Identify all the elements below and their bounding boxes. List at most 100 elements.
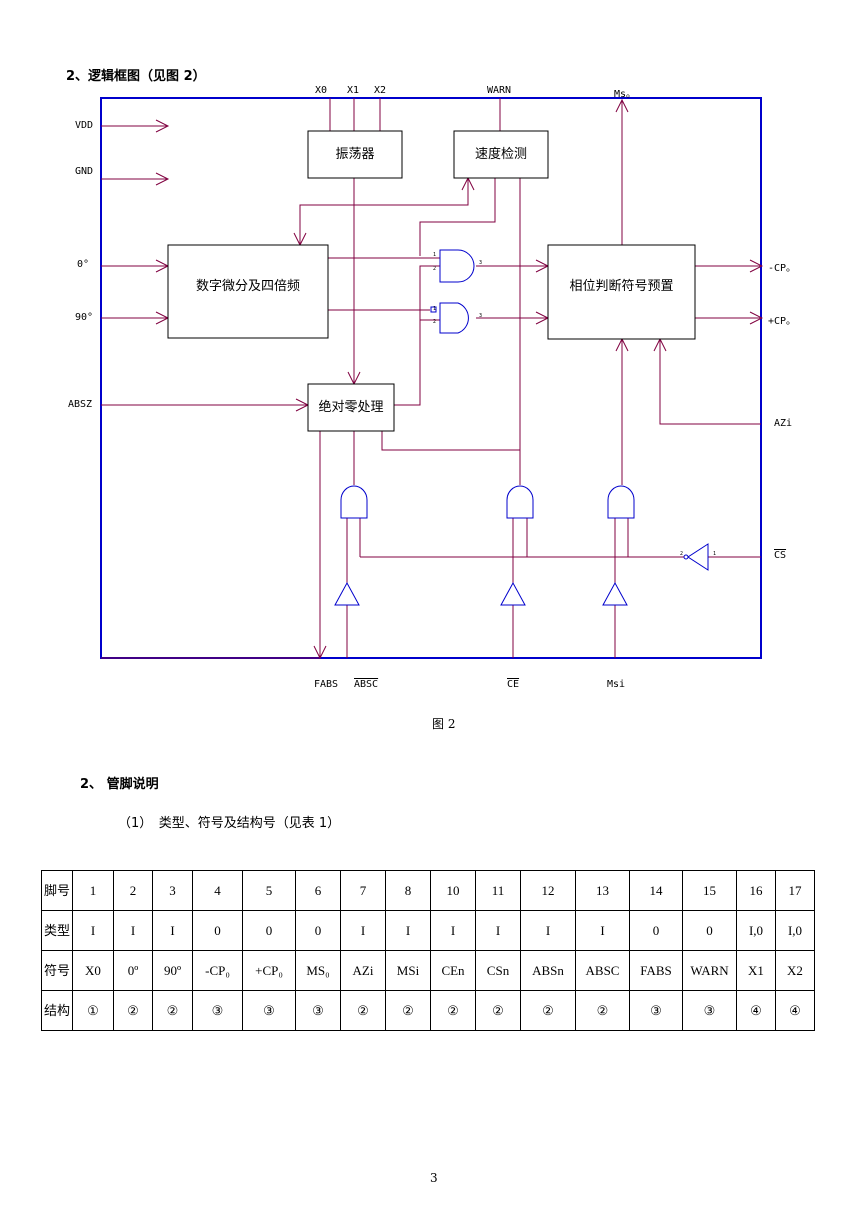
table-cell: 15 (682, 870, 737, 911)
pin-cs-label: CS (774, 550, 787, 561)
table-cell: X0 (72, 950, 114, 991)
table-cell: ② (430, 990, 476, 1031)
pin-90deg-label: 90° (75, 312, 94, 323)
table-cell: ABSC (575, 950, 630, 991)
pin-absz-label: ABSZ (68, 399, 93, 410)
table-cell: X1 (736, 950, 776, 991)
table-cell: 7 (340, 870, 386, 911)
table-cell: 0 (242, 910, 296, 951)
speed-detect-label: 速度检测 (474, 147, 527, 162)
pin-x0-label: X0 (315, 85, 328, 96)
svg-text:1: 1 (433, 306, 436, 312)
table-cell: I (72, 910, 114, 951)
svg-text:1: 1 (433, 252, 436, 258)
table-cell: -CP₀ (192, 950, 243, 991)
section-heading-pins: 2、 管脚说明 (80, 777, 159, 792)
svg-text:3: 3 (479, 313, 482, 319)
table-cell: MS₀ (295, 950, 341, 991)
pin-ce-label: CE (507, 679, 520, 690)
row-header: 符号 (41, 950, 73, 991)
svg-text:1: 1 (713, 551, 716, 557)
page-number: 3 (430, 1171, 438, 1185)
table-cell: ② (385, 990, 431, 1031)
table-cell: ① (72, 990, 114, 1031)
chip-frame (100, 97, 762, 659)
table-cell: ④ (775, 990, 815, 1031)
svg-text:2: 2 (680, 551, 683, 557)
pin-mso-label: Ms。 (614, 89, 637, 100)
table-cell: AZi (340, 950, 386, 991)
phase-block-label: 相位判断符号预置 (569, 279, 674, 294)
table-cell: FABS (629, 950, 683, 991)
table-cell: I (385, 910, 431, 951)
pin-x2-label: X2 (374, 85, 387, 96)
table-cell: I (520, 910, 576, 951)
table-cell: CSn (475, 950, 521, 991)
table-cell: I,0 (775, 910, 815, 951)
pin-vdd-label: VDD (75, 120, 94, 131)
phase-block (547, 244, 696, 340)
pin-warn-label: WARN (487, 85, 512, 96)
speed-detect-block (453, 130, 549, 179)
pin-absc-label: ABSC (354, 679, 379, 690)
table-cell: ② (575, 990, 630, 1031)
table-cell: 2 (113, 870, 153, 911)
table-cell: I (475, 910, 521, 951)
oscillator-label: 振荡器 (335, 147, 375, 162)
table-cell: 4 (192, 870, 243, 911)
table-cell: 6 (295, 870, 341, 911)
table-cell: I (340, 910, 386, 951)
table-cell: +CP₀ (242, 950, 296, 991)
table-cell: WARN (682, 950, 737, 991)
table-cell: 10 (430, 870, 476, 911)
wires (101, 98, 764, 660)
abs-zero-block (307, 383, 395, 432)
table-cell: ② (113, 990, 153, 1031)
table-cell: CEn (430, 950, 476, 991)
table-cell: 16 (736, 870, 776, 911)
table-cell: 12 (520, 870, 576, 911)
table-cell: 14 (629, 870, 683, 911)
pin-0deg-label: 0° (77, 259, 90, 270)
svg-text:3: 3 (479, 260, 482, 266)
table-cell: I,0 (736, 910, 776, 951)
table-cell: 17 (775, 870, 815, 911)
pin-gnd-label: GND (75, 166, 94, 177)
table-cell: 3 (152, 870, 193, 911)
table-cell: 11 (475, 870, 521, 911)
table-cell: 0º (113, 950, 153, 991)
row-header: 结构 (41, 990, 73, 1031)
table-cell: 0 (629, 910, 683, 951)
diff-block-label: 数字微分及四倍频 (195, 279, 300, 294)
table-cell: ④ (736, 990, 776, 1031)
table-cell: 0 (295, 910, 341, 951)
pin-cp-pos-label: +CP。 (768, 316, 797, 327)
svg-text:2: 2 (433, 319, 436, 325)
section-heading-logic: 2、逻辑框图（见图 2） (66, 69, 206, 84)
table-cell: 0 (192, 910, 243, 951)
table-cell: 8 (385, 870, 431, 911)
table-cell: ② (520, 990, 576, 1031)
table-cell: 0 (682, 910, 737, 951)
figure-caption: 图 2 (432, 717, 456, 731)
pin-fabs-label: FABS (314, 679, 339, 690)
table-cell: 13 (575, 870, 630, 911)
table-subheading: （1） 类型、符号及结构号（见表 1） (118, 816, 341, 831)
oscillator-block (307, 130, 403, 179)
diff-block (167, 244, 329, 339)
table-cell: MSi (385, 950, 431, 991)
table-cell: ② (152, 990, 193, 1031)
table-cell: X2 (775, 950, 815, 991)
table-cell: I (152, 910, 193, 951)
row-header: 脚号 (41, 870, 73, 911)
table-cell: ③ (192, 990, 243, 1031)
table-cell: ③ (629, 990, 683, 1031)
logic-block-diagram: 1 2 3 1 2 3 1 2 (100, 97, 764, 660)
table-cell: 90º (152, 950, 193, 991)
table-cell: 1 (72, 870, 114, 911)
pin-msi-label: Msi (607, 679, 626, 690)
